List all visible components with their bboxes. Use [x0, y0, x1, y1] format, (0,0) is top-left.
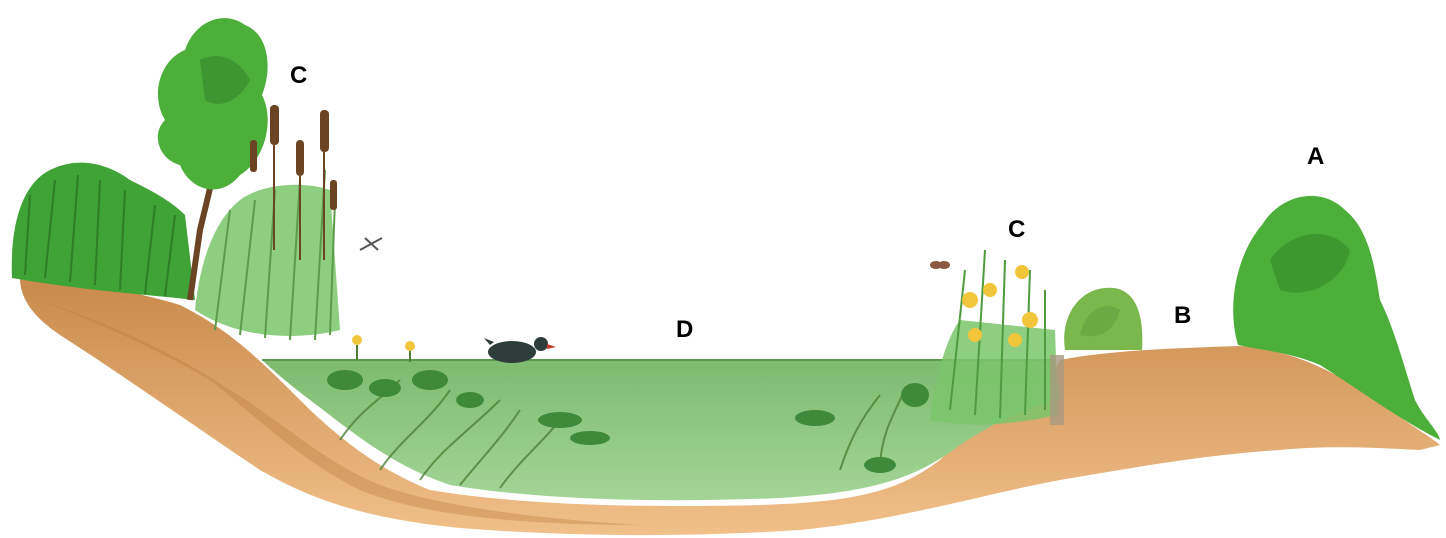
dragonfly-icon — [360, 238, 382, 250]
marsh-flowers-left — [352, 335, 415, 362]
label-b: B — [1174, 304, 1191, 328]
label-d: D — [676, 318, 693, 342]
left-hedge — [12, 163, 195, 300]
label-c-left: C — [290, 64, 307, 88]
yellow-iris-right — [930, 250, 1064, 425]
label-c-right: C — [1008, 218, 1025, 242]
small-shrub-right — [1064, 288, 1142, 350]
label-a: A — [1307, 145, 1324, 169]
butterfly-icon — [930, 261, 950, 269]
